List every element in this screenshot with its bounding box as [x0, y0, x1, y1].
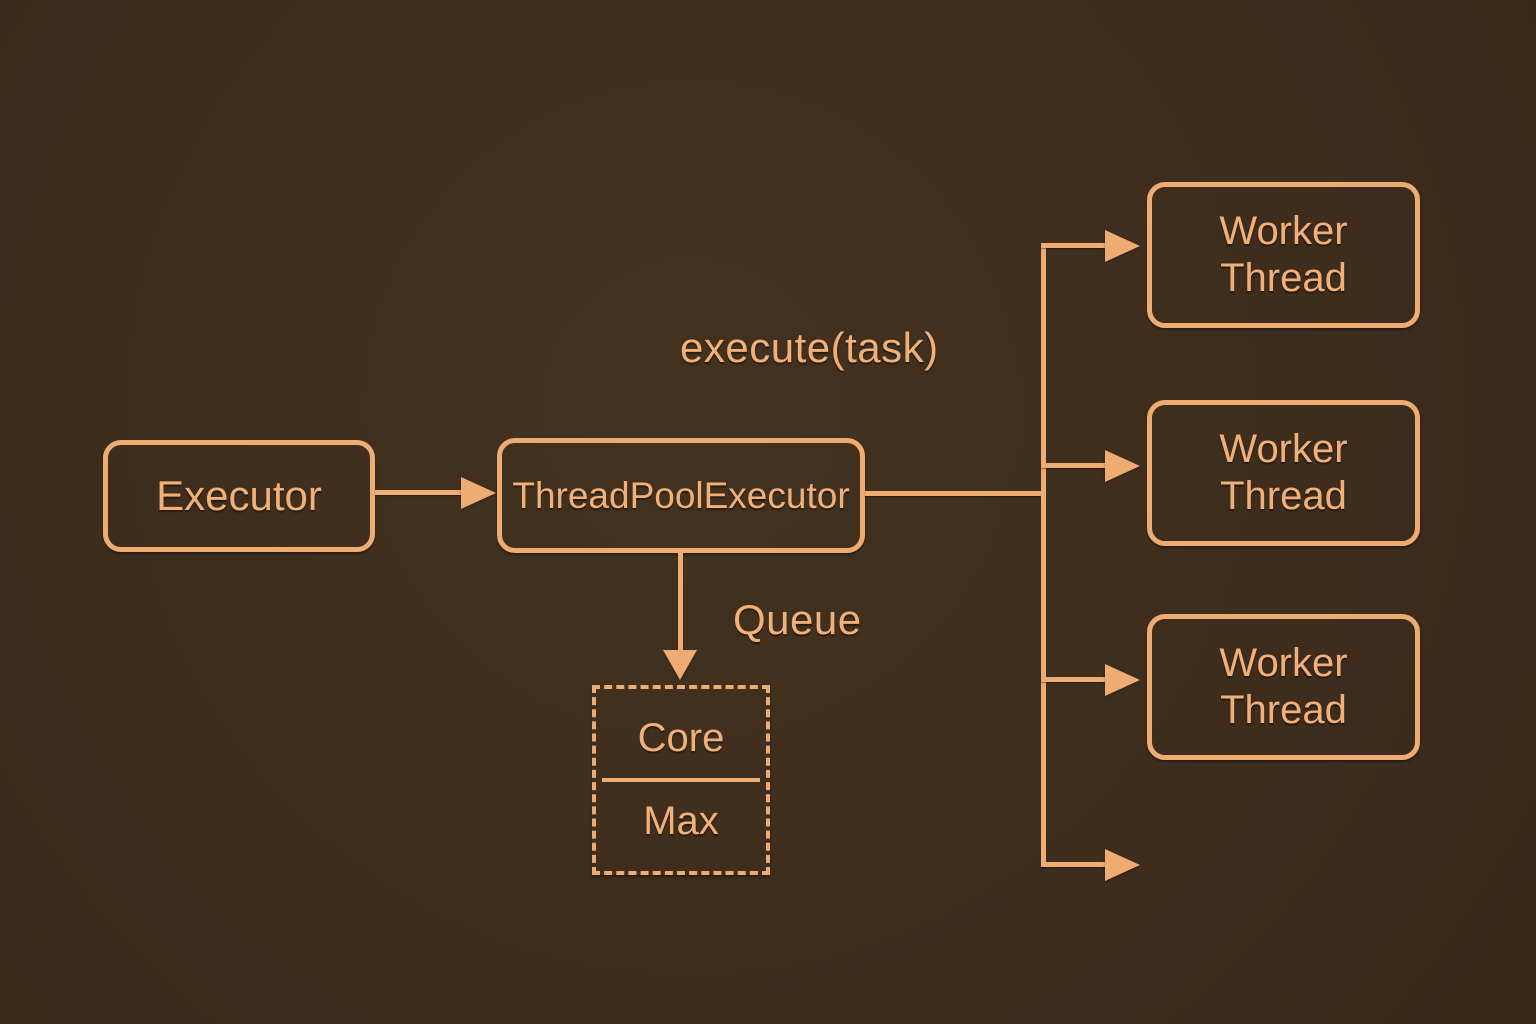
node-executor: Executor — [103, 440, 375, 552]
arrowhead-tpe-to-queue — [663, 650, 697, 680]
arrowhead-worker-1 — [1105, 230, 1140, 262]
edge-label-execute-task: execute(task) — [680, 324, 939, 371]
edge-branch-worker-1 — [1041, 243, 1105, 248]
node-worker-thread-2-label: Worker Thread — [1219, 426, 1348, 518]
node-thread-pool-executor-label: ThreadPoolExecutor — [512, 474, 850, 516]
edge-tpe-to-trunk — [865, 491, 1044, 496]
core-max-divider — [602, 778, 760, 782]
node-worker-thread-3: Worker Thread — [1147, 614, 1420, 760]
edge-trunk-vertical — [1041, 243, 1046, 867]
node-worker-thread-3-label: Worker Thread — [1219, 640, 1348, 732]
edge-branch-worker-2 — [1041, 463, 1105, 468]
node-worker-thread-1-label: Worker Thread — [1219, 208, 1348, 300]
node-queue-core-max: Core Max — [592, 685, 770, 875]
node-worker-thread-1: Worker Thread — [1147, 182, 1420, 328]
edge-executor-to-tpe — [375, 490, 467, 495]
arrowhead-worker-3 — [1105, 664, 1140, 696]
node-thread-pool-executor: ThreadPoolExecutor — [497, 438, 865, 553]
pool-max-label: Max — [643, 799, 719, 843]
edge-tpe-to-queue — [678, 553, 683, 651]
edge-branch-worker-3 — [1041, 677, 1105, 682]
edge-label-queue: Queue — [733, 596, 862, 643]
arrowhead-more-workers — [1105, 849, 1140, 881]
node-worker-thread-2: Worker Thread — [1147, 400, 1420, 546]
arrowhead-worker-2 — [1105, 450, 1140, 482]
node-executor-label: Executor — [156, 472, 322, 520]
arrowhead-executor-to-tpe — [461, 477, 496, 509]
edge-branch-more-workers — [1041, 862, 1105, 867]
pool-core-label: Core — [637, 715, 725, 760]
